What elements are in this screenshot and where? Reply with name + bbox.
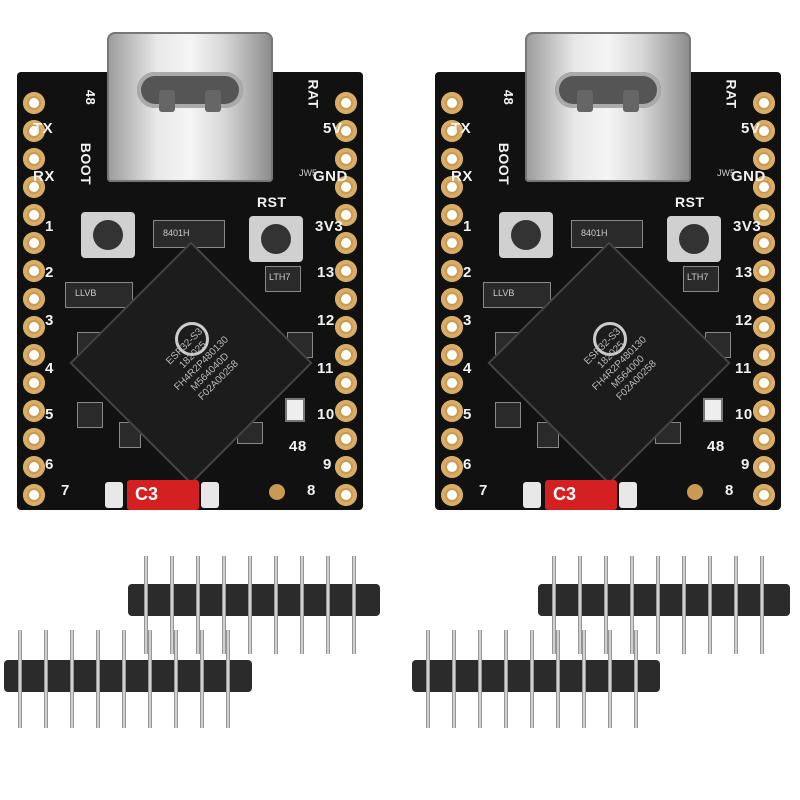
pin-label-2: 2 [463, 264, 472, 281]
top-left-48-label: 48 [501, 89, 517, 106]
marking-lth7: LTH7 [269, 272, 291, 282]
rgb-led [703, 398, 723, 422]
esp32-board-left: TX RX 1 2 3 4 5 6 7 48 BOOT RAT 5V GND 3… [17, 32, 363, 510]
pin-label-rat: RAT [305, 79, 322, 109]
esp32-board-right: TX RX 1 2 3 4 5 6 7 48 BOOT RAT 5V GND 3… [435, 32, 781, 510]
usb-c-connector [107, 32, 273, 182]
marking-lth7: LTH7 [687, 272, 709, 282]
pin-label-11: 11 [735, 360, 752, 377]
pin-label-10: 10 [735, 406, 753, 423]
marking-8401h: 8401H [163, 228, 190, 238]
pin-label-5v: 5V [741, 120, 761, 137]
marking-llvb: LLVB [75, 288, 97, 298]
led-label-48: 48 [289, 438, 307, 455]
pin-label-8: 8 [307, 482, 316, 499]
pin-label-1: 1 [45, 218, 54, 235]
pin-label-rx: RX [33, 168, 55, 185]
pin-label-7: 7 [61, 482, 70, 499]
pin-label-9: 9 [741, 456, 750, 473]
c3-label: C3 [553, 484, 577, 504]
pin-label-1: 1 [463, 218, 472, 235]
rst-label: RST [675, 194, 705, 210]
rgb-led [285, 398, 305, 422]
marking-jw5: JW5 [717, 168, 735, 178]
pin-label-5v: 5V [323, 120, 343, 137]
pin-label-8: 8 [725, 482, 734, 499]
c3-marker [545, 480, 617, 510]
pin-label-3: 3 [45, 312, 54, 329]
pin-label-12: 12 [735, 312, 753, 329]
pin-label-4: 4 [45, 360, 54, 377]
pin-label-3v3: 3V3 [315, 218, 344, 235]
espressif-logo-icon [593, 322, 627, 356]
pin-label-13: 13 [317, 264, 335, 281]
reset-button[interactable] [667, 216, 721, 262]
pin-label-gnd: GND [313, 168, 348, 185]
pin-label-11: 11 [317, 360, 334, 377]
marking-llvb: LLVB [493, 288, 515, 298]
pin-label-tx: TX [451, 120, 472, 137]
c3-marker [127, 480, 199, 510]
pin-label-rat: RAT [723, 79, 740, 109]
pin-label-3: 3 [463, 312, 472, 329]
pin-label-6: 6 [463, 456, 472, 473]
usb-c-connector [525, 32, 691, 182]
pin-label-gnd: GND [731, 168, 766, 185]
boot-button[interactable] [499, 212, 553, 258]
pin-label-7: 7 [479, 482, 488, 499]
led-label-48: 48 [707, 438, 725, 455]
boot-button[interactable] [81, 212, 135, 258]
marking-jw5: JW5 [299, 168, 317, 178]
top-left-48-label: 48 [83, 89, 99, 106]
rst-label: RST [257, 194, 287, 210]
pin-label-6: 6 [45, 456, 54, 473]
marking-8401h: 8401H [581, 228, 608, 238]
pin-label-rx: RX [451, 168, 473, 185]
pin-label-12: 12 [317, 312, 335, 329]
pin-label-13: 13 [735, 264, 753, 281]
espressif-logo-icon [175, 322, 209, 356]
pin-label-tx: TX [33, 120, 54, 137]
boot-label: BOOT [78, 142, 95, 186]
pin-label-3v3: 3V3 [733, 218, 762, 235]
pin-label-5: 5 [45, 406, 54, 423]
pin-label-9: 9 [323, 456, 332, 473]
pin-label-10: 10 [317, 406, 335, 423]
pin-label-5: 5 [463, 406, 472, 423]
boot-label: BOOT [496, 142, 513, 186]
reset-button[interactable] [249, 216, 303, 262]
c3-label: C3 [135, 484, 159, 504]
pin-label-4: 4 [463, 360, 472, 377]
pin-label-2: 2 [45, 264, 54, 281]
